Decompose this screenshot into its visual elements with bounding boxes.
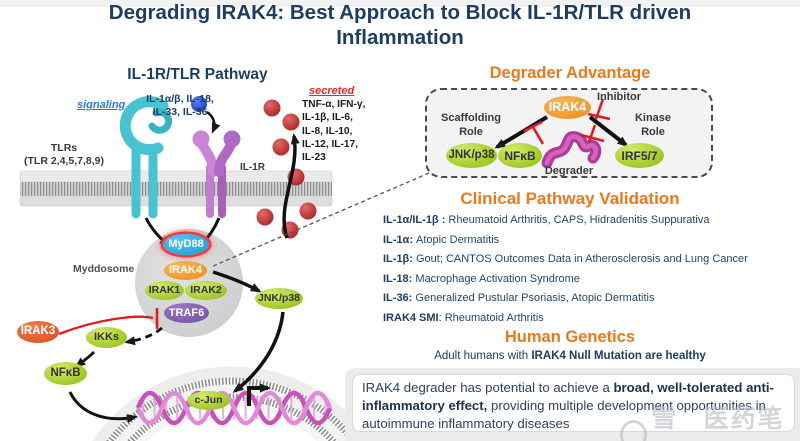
human-genetics-line: Adult humans with IRAK4 Null Mutation ar… <box>434 350 706 362</box>
pathway-heading: IL-1R/TLR Pathway <box>127 66 268 83</box>
dna-helix <box>135 383 333 426</box>
watermark-brand: 雪球 <box>651 405 679 433</box>
title-divider <box>0 0 800 7</box>
callout-dashed-line <box>210 172 430 268</box>
node-traf6: TRAF6 <box>164 303 209 323</box>
human-genetics-heading: Human Genetics <box>504 328 636 346</box>
degrader-advantage-arrows <box>494 98 629 169</box>
clinical-item: IL-36: Generalized Pustular Psoriasis, A… <box>383 292 655 305</box>
il1r-label: IL-1R <box>240 162 265 173</box>
node-irak4: IRAK4 <box>164 261 207 280</box>
tlr-receptor-shape <box>119 96 173 219</box>
inhibition-t-bars <box>523 98 611 145</box>
adv-node-irak4: IRAK4 <box>544 96 591 119</box>
node-irak2: IRAK2 <box>185 281 227 300</box>
secretion-arrow-icon <box>282 133 300 239</box>
watermark-logo-icon <box>620 420 648 441</box>
signaling-label: signaling <box>77 99 126 111</box>
degrader-advantage-heading: Degrader Advantage <box>489 64 651 82</box>
node-jnk-p38: JNK/p38 <box>255 288 303 309</box>
myddosome-label: Myddosome <box>73 263 135 275</box>
node-myd88: MyD88 <box>163 234 209 255</box>
ligand-list: IL-1α/β, IL-18, IL-33, IL-36 <box>146 93 214 118</box>
ligand-ball-icon <box>191 96 221 134</box>
node-irak1: IRAK1 <box>145 281 184 300</box>
clinical-item: IL-1β: Gout; CANTOS Outcomes Data in Ath… <box>383 253 748 266</box>
watermark: 雪球 医药笔记 <box>620 399 800 441</box>
clinical-item: IL-1α: Atopic Dermatitis <box>383 233 500 246</box>
adv-node-jnk-p38: JNK/p38 <box>446 143 497 168</box>
kinase-role-label: Kinase Role <box>634 112 672 138</box>
degrader-molecule-shape <box>541 131 602 169</box>
degrader-label: Degrader <box>544 165 594 177</box>
signaling-arrows <box>68 217 285 423</box>
clinical-list: IL-1α/IL-1β : Rheumatoid Arthritis, CAPS… <box>383 211 795 329</box>
watermark-name: 医药笔记 <box>703 405 785 433</box>
clinical-item: IRAK4 SMI: Rheumatoid Arthritis <box>383 311 544 324</box>
scaffolding-role-label: Scaffolding Role <box>441 112 501 138</box>
transcription-arrow-icon <box>247 383 271 406</box>
adv-node-nfkb: NFκB <box>498 143 542 168</box>
secreted-label: secreted <box>309 85 355 97</box>
node-nfkb: NFκB <box>44 362 87 385</box>
node-c-jun: c-Jun <box>187 391 230 410</box>
clinical-item: IL-1α/IL-1β : Rheumatoid Arthritis, CAPS… <box>383 214 710 226</box>
inhibitor-label: Inhibitor <box>597 91 641 103</box>
adv-node-irf5-7: IRF5/7 <box>615 143 664 168</box>
node-ikks: IKKs <box>86 327 127 348</box>
node-irak3: IRAK3 <box>17 321 59 343</box>
tlrs-label: TLRs (TLR 2,4,5,7,8,9) <box>24 142 104 167</box>
irak3-inhibition-line <box>58 308 159 336</box>
il1r-receptor-shape <box>192 130 241 218</box>
clinical-item: IL-18: Macrophage Activation Syndrome <box>383 272 580 285</box>
cytokine-list: TNF-α, IFN-γ, IL-1β, IL-6, IL-8, IL-10, … <box>302 99 366 164</box>
plasma-membrane <box>19 170 333 207</box>
summary-text: IRAK4 degrader has potential to achieve … <box>362 380 774 431</box>
summary-box <box>352 374 795 432</box>
page-title: Degrading IRAK4: Best Approach to Block … <box>108 1 692 49</box>
clinical-heading: Clinical Pathway Validation <box>460 189 680 208</box>
myddosome-complex <box>135 229 243 337</box>
